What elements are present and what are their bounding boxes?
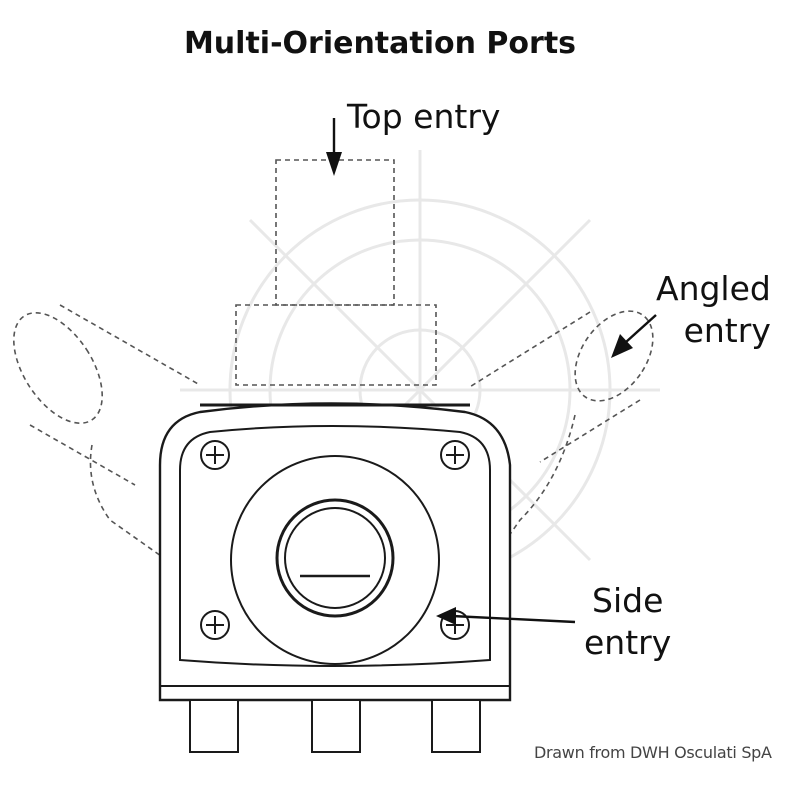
side-entry-label-line2: entry — [584, 623, 672, 662]
top-entry-arrow-icon — [326, 118, 342, 176]
side-entry-label: Side entry — [584, 580, 672, 664]
pump-feet — [189, 699, 481, 753]
side-entry-arrow-icon — [436, 607, 576, 625]
angled-entry-arrow-icon — [611, 314, 657, 358]
credit-text: Drawn from DWH Osculati SpA — [534, 743, 772, 762]
screw-icon — [440, 440, 470, 470]
top-port-outline — [235, 159, 437, 386]
screw-icon — [200, 440, 230, 470]
page-title: Multi-Orientation Ports — [183, 26, 577, 61]
side-port-ring — [230, 455, 440, 665]
top-entry-label: Top entry — [347, 97, 501, 136]
angled-entry-label-line2: entry — [683, 311, 771, 350]
angled-entry-label-line1: Angled — [656, 269, 771, 308]
side-entry-label-line1: Side — [592, 581, 664, 620]
angled-entry-label: Angled entry — [656, 268, 771, 352]
screw-icon — [200, 610, 230, 640]
left-angled-port-outline — [13, 304, 201, 581]
